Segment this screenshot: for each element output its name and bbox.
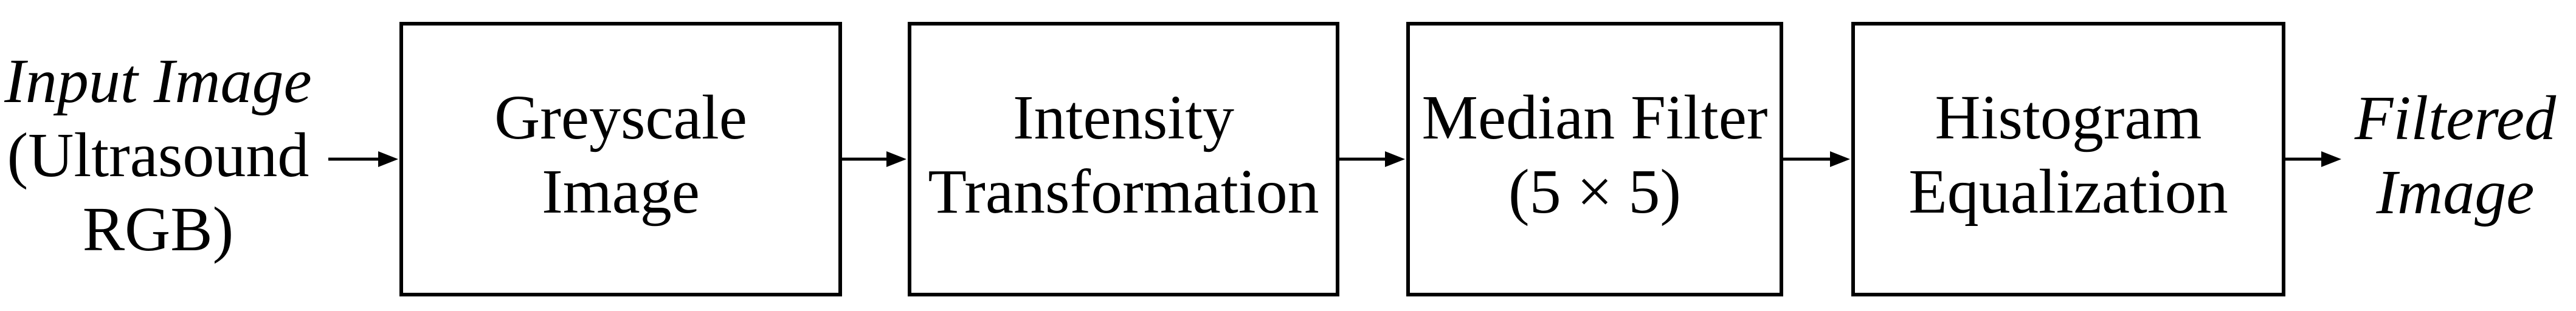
intensity-transformation-box: Intensity Transformation	[908, 22, 1339, 296]
intensity-line2: Transformation	[928, 157, 1319, 227]
histogram-line2: Equalization	[1908, 157, 2228, 227]
greyscale-image-box: Greyscale Image	[399, 22, 842, 296]
median-line1: Median Filter	[1421, 83, 1768, 152]
output-line2: Image	[2376, 157, 2535, 227]
input-subtitle-line2: RGB)	[82, 194, 234, 264]
filtered-image-label: Filtered Image	[2335, 0, 2576, 311]
median-filter-box: Median Filter (5 × 5)	[1406, 22, 1783, 296]
arrow-input-to-greyscale	[328, 151, 398, 167]
greyscale-line2: Image	[542, 157, 700, 227]
input-subtitle-line1: (Ultrasound	[7, 120, 309, 190]
arrow-greyscale-to-intensity	[842, 151, 906, 167]
input-title: Input Image	[4, 46, 312, 116]
input-image-label: Input Image (Ultrasound RGB)	[0, 0, 316, 311]
arrow-median-to-histogram	[1783, 151, 1850, 167]
histogram-line1: Histogram	[1935, 83, 2202, 152]
arrow-intensity-to-median	[1339, 151, 1405, 167]
greyscale-line1: Greyscale	[494, 83, 747, 152]
arrow-histogram-to-output	[2285, 151, 2341, 167]
histogram-equalization-box: Histogram Equalization	[1851, 22, 2285, 296]
intensity-line1: Intensity	[1013, 83, 1234, 152]
output-line1: Filtered	[2354, 83, 2557, 153]
median-line2: (5 × 5)	[1508, 157, 1681, 227]
